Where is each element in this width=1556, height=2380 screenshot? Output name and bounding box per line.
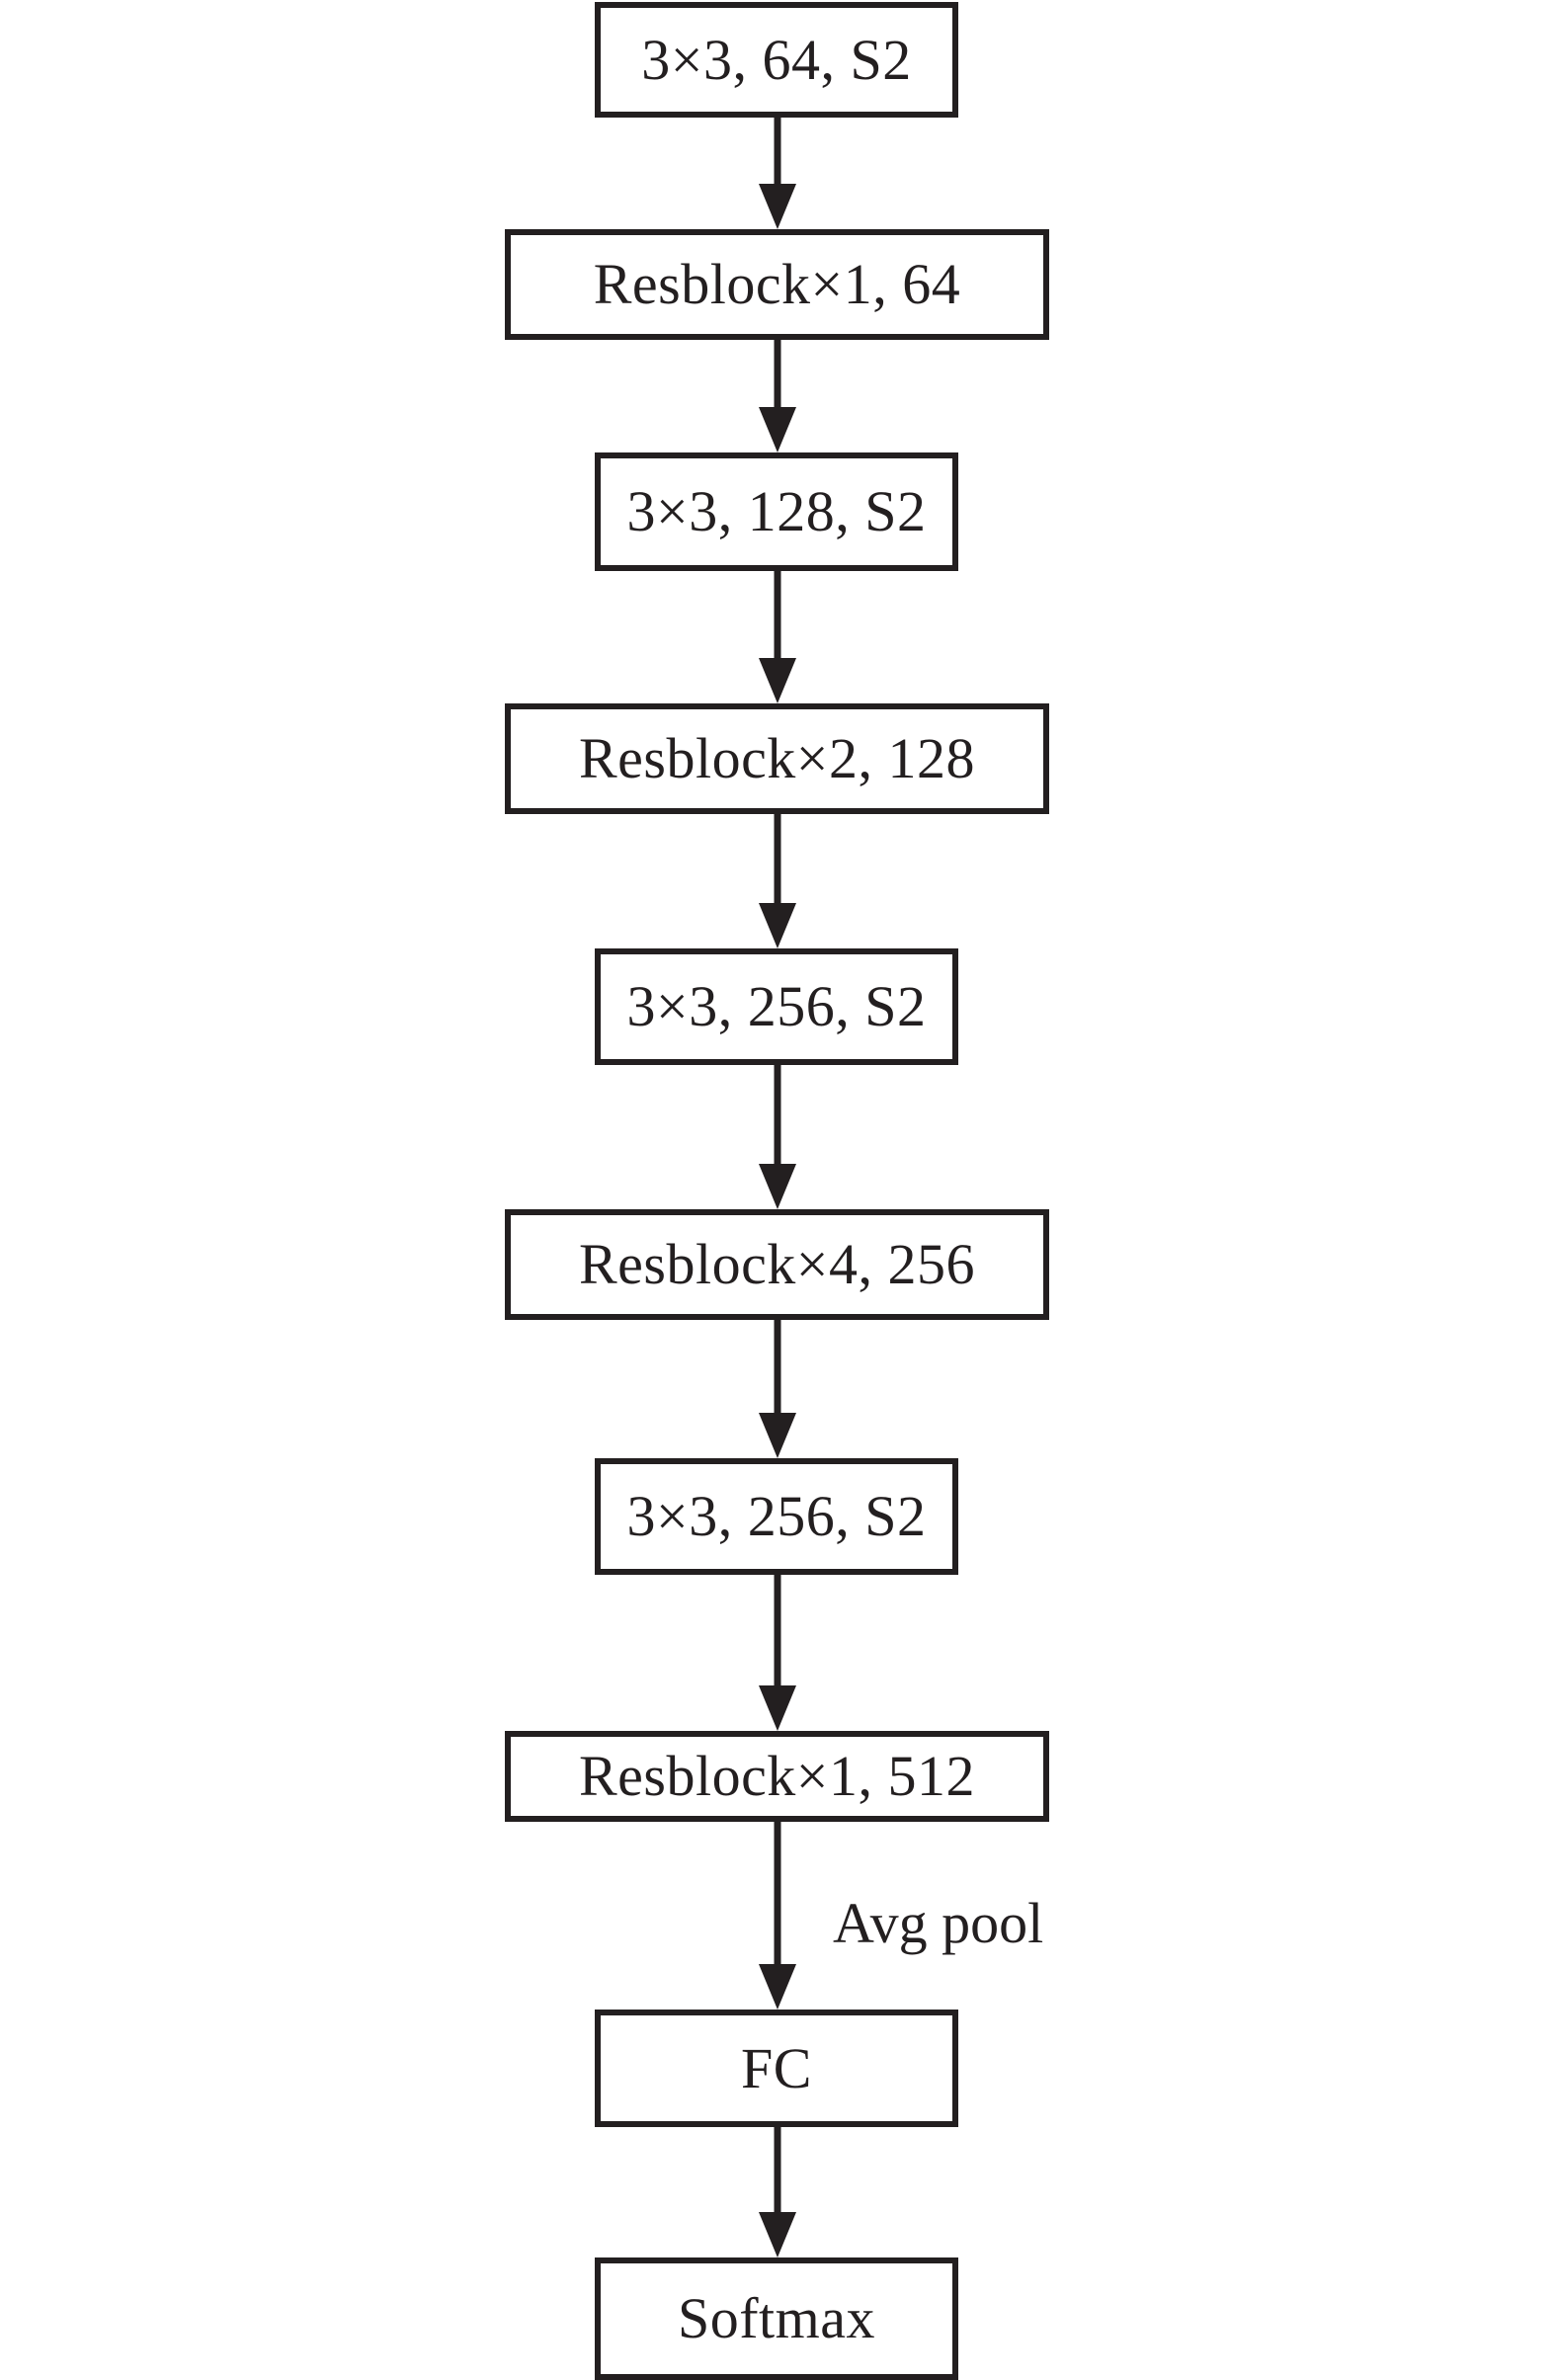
- node-label-softmax: Softmax: [677, 2286, 876, 2350]
- node-label-conv3: 3×3, 256, S2: [626, 974, 927, 1038]
- node-softmax[interactable]: Softmax: [595, 2257, 958, 2380]
- node-label-conv2: 3×3, 128, S2: [626, 479, 927, 543]
- node-res3[interactable]: Resblock×4, 256: [505, 1209, 1049, 1320]
- node-conv1[interactable]: 3×3, 64, S2: [595, 2, 958, 118]
- node-label-conv1: 3×3, 64, S2: [641, 27, 912, 92]
- node-label-conv4: 3×3, 256, S2: [626, 1484, 927, 1548]
- node-res2[interactable]: Resblock×2, 128: [505, 703, 1049, 814]
- edge-label-avg-pool: Avg pool: [833, 1891, 1044, 1955]
- node-res1[interactable]: Resblock×1, 64: [505, 229, 1049, 340]
- flow-arrow: [738, 340, 817, 452]
- flow-arrow: [738, 118, 817, 229]
- node-label-res3: Resblock×4, 256: [578, 1232, 976, 1296]
- flow-arrow: [738, 2127, 817, 2257]
- node-fc[interactable]: FC: [595, 2010, 958, 2127]
- node-label-res4: Resblock×1, 512: [578, 1744, 976, 1808]
- node-conv3[interactable]: 3×3, 256, S2: [595, 948, 958, 1065]
- node-label-res2: Resblock×2, 128: [578, 726, 976, 790]
- node-label-fc: FC: [741, 2035, 812, 2100]
- node-conv4[interactable]: 3×3, 256, S2: [595, 1458, 958, 1575]
- node-res4[interactable]: Resblock×1, 512: [505, 1731, 1049, 1822]
- node-label-res1: Resblock×1, 64: [593, 252, 961, 316]
- flow-arrow: [738, 1320, 817, 1458]
- flow-arrow: [738, 1575, 817, 1731]
- flow-arrow: [738, 814, 817, 948]
- flow-arrow: [738, 1065, 817, 1209]
- flow-arrow: [738, 1822, 817, 2010]
- node-conv2[interactable]: 3×3, 128, S2: [595, 452, 958, 571]
- flow-arrow: [738, 571, 817, 703]
